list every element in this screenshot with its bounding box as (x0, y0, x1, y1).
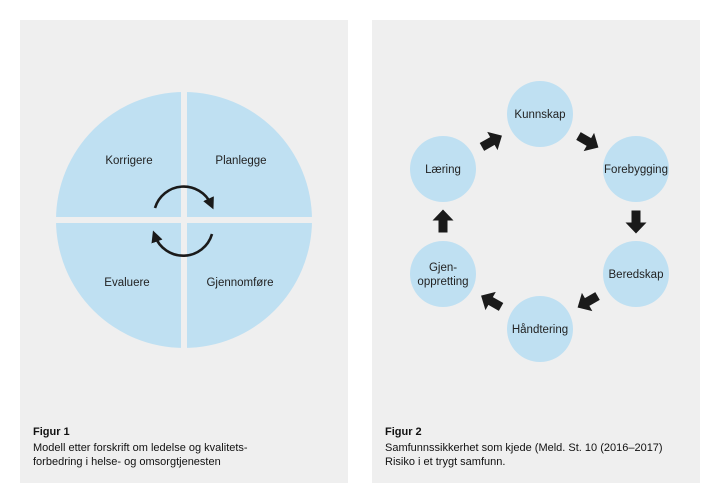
node-label-line: Håndtering (512, 324, 568, 336)
figure-2-caption-line: Samfunnssikkerhet som kjede (Meld. St. 1… (385, 442, 663, 454)
node-label-line: Forebygging (604, 164, 668, 176)
node-circle (603, 136, 669, 202)
arrow-icon (479, 131, 502, 151)
figure-1-caption-title: Figur 1 (33, 426, 70, 438)
node-label: Forebygging (604, 164, 668, 176)
arrow-icon (432, 209, 454, 233)
node-circle (603, 241, 669, 307)
figure-1-panel: Korrigere Planlegge Evaluere Gjennomføre… (20, 20, 348, 483)
label-planlegge: Planlegge (215, 155, 266, 167)
figure-2-caption: Figur 2 Samfunnssikkerhet som kjede (Mel… (385, 425, 690, 469)
node-label: Kunnskap (514, 109, 565, 121)
arrow-icon (577, 292, 600, 312)
figure-1-caption-text: Modell etter forskrift om ledelse og kva… (33, 441, 338, 469)
node-label-line: Læring (425, 164, 461, 176)
cycle-arrows-icon (151, 185, 214, 257)
node-label-line: Gjen- (429, 262, 457, 274)
node-circle (410, 241, 476, 307)
node-label: Gjen-oppretting (417, 262, 468, 288)
node-label: Beredskap (609, 269, 664, 281)
arrow-icon (576, 132, 599, 152)
figure-2-caption-title: Figur 2 (385, 426, 422, 438)
node-label-line: Kunnskap (514, 109, 565, 121)
label-korrigere: Korrigere (105, 155, 152, 167)
figure-1-caption-line: forbedring i helse- og omsorgtjenesten (33, 456, 221, 468)
figure-1-caption: Figur 1 Modell etter forskrift om ledels… (33, 425, 338, 469)
arrow-icon (481, 291, 504, 311)
node-label-line: oppretting (417, 276, 468, 288)
label-gjennomfore: Gjennomføre (206, 277, 273, 289)
arrow-icon (625, 210, 647, 234)
node-label: Håndtering (512, 324, 568, 336)
label-evaluere: Evaluere (104, 277, 149, 289)
figure-2-caption-line: Risiko i et trygt samfunn. (385, 456, 506, 468)
figure-2-caption-text: Samfunnssikkerhet som kjede (Meld. St. 1… (385, 441, 690, 469)
node-circle (507, 81, 573, 147)
node-label-line: Beredskap (609, 269, 664, 281)
node-label: Læring (425, 164, 461, 176)
figure-1-caption-line: Modell etter forskrift om ledelse og kva… (33, 442, 248, 454)
node-circle (410, 136, 476, 202)
figure-1-diagram: Korrigere Planlegge Evaluere Gjennomføre (56, 92, 312, 348)
node-circle (507, 296, 573, 362)
